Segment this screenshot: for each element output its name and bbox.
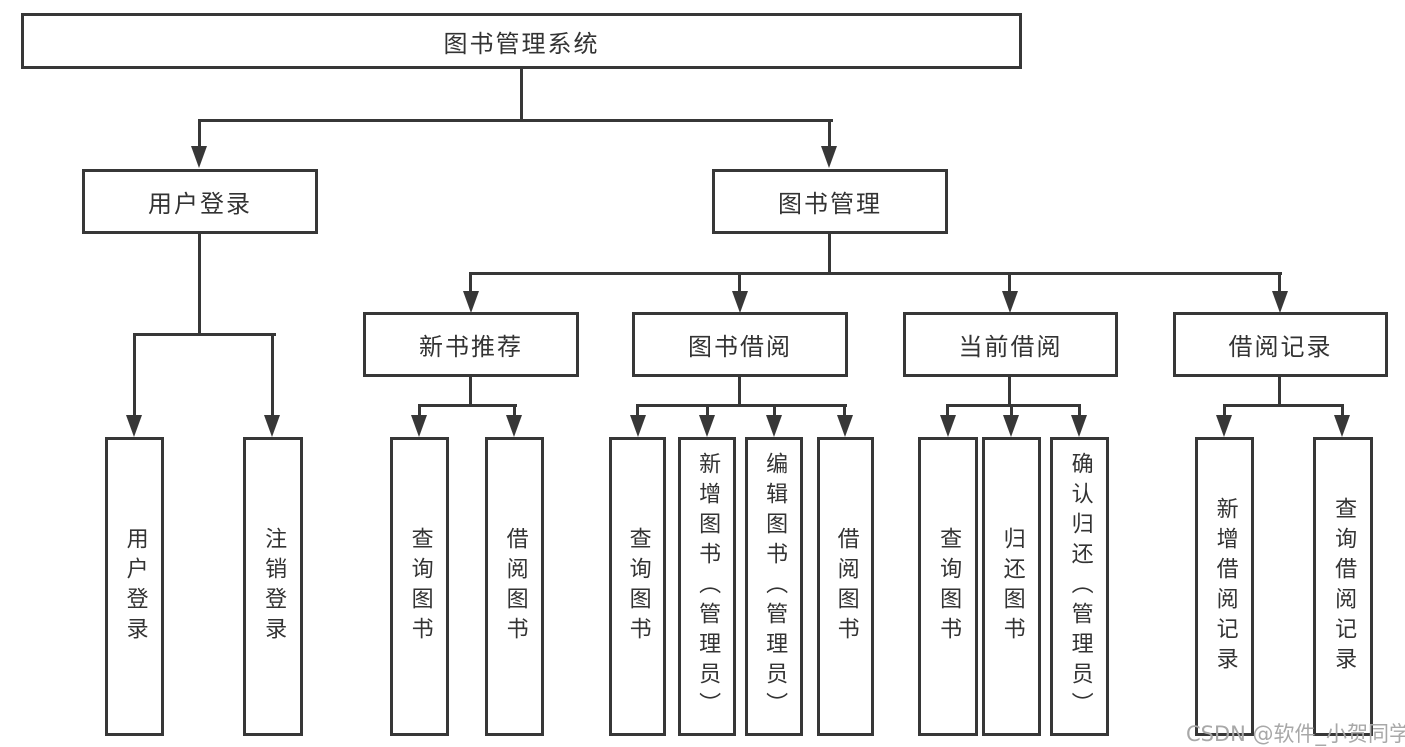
node-label: 当前借阅	[958, 333, 1063, 361]
connector-stub	[828, 233, 831, 275]
connector-stub	[520, 68, 523, 122]
connector-drop	[946, 404, 949, 417]
leaf-label: 注销登录	[261, 526, 287, 647]
leaf-label: 新增借阅记录	[1212, 496, 1238, 677]
arrowhead-down-icon	[1334, 415, 1350, 437]
leaf-logout-login: 注销登录	[243, 437, 303, 736]
connector-stub	[198, 233, 201, 336]
leaf-label: 查询借阅记录	[1331, 496, 1357, 677]
arrowhead-down-icon	[1003, 415, 1019, 437]
leaf-return-books: 归还图书	[982, 437, 1041, 736]
node-label: 图书管理	[778, 190, 882, 218]
connector-drop	[1223, 404, 1226, 417]
arrowhead-down-icon	[506, 415, 522, 437]
leaf-label: 确认归还（管理员）	[1067, 451, 1093, 722]
connector-rail	[133, 333, 276, 336]
leaf-label: 查询图书	[936, 526, 962, 647]
node-book-borrowing: 图书借阅	[632, 312, 848, 377]
leaf-label: 查询图书	[625, 526, 651, 647]
node-user-login: 用户登录	[82, 169, 318, 234]
arrowhead-down-icon	[1216, 415, 1232, 437]
arrowhead-down-icon	[630, 415, 646, 437]
connector-drop	[706, 404, 709, 417]
node-label: 图书借阅	[688, 333, 792, 361]
connector-stub	[738, 376, 741, 407]
connector-rail	[418, 404, 517, 407]
node-label: 新书推荐	[419, 333, 523, 361]
leaf-confirm-return-admin: 确认归还（管理员）	[1050, 437, 1109, 736]
arrowhead-down-icon	[940, 415, 956, 437]
leaf-add-books-admin: 新增图书（管理员）	[678, 437, 736, 736]
node-current-borrowing: 当前借阅	[903, 312, 1118, 377]
watermark: CSDN @软件_小贺同学	[1186, 722, 1405, 746]
leaf-user-login: 用户登录	[105, 437, 164, 736]
leaf-label: 编辑图书（管理员）	[762, 451, 788, 722]
leaf-query-borrowing-record: 查询借阅记录	[1313, 437, 1373, 736]
connector-stub	[1278, 376, 1281, 407]
connector-drop	[1278, 272, 1281, 294]
arrowhead-down-icon	[1002, 291, 1018, 313]
connector-drop	[738, 272, 741, 294]
arrowhead-down-icon	[411, 415, 427, 437]
arrowhead-down-icon	[821, 146, 837, 168]
arrowhead-down-icon	[1071, 415, 1087, 437]
arrowhead-down-icon	[1272, 291, 1288, 313]
leaf-add-borrowing-record: 新增借阅记录	[1195, 437, 1254, 736]
leaf-label: 新增图书（管理员）	[695, 451, 721, 722]
arrowhead-down-icon	[732, 291, 748, 313]
leaf-label: 查询图书	[407, 526, 433, 647]
connector-drop	[513, 404, 516, 417]
connector-drop	[636, 404, 639, 417]
connector-stub	[469, 376, 472, 407]
connector-rail	[198, 119, 833, 122]
arrowhead-down-icon	[463, 291, 479, 313]
connector-rail	[1223, 404, 1344, 407]
node-book-management: 图书管理	[712, 169, 948, 234]
leaf-label: 归还图书	[999, 526, 1025, 647]
connector-drop	[133, 333, 136, 417]
arrowhead-down-icon	[837, 415, 853, 437]
arrowhead-down-icon	[699, 415, 715, 437]
arrowhead-down-icon	[126, 415, 142, 437]
leaf-query-books-borrowing: 查询图书	[609, 437, 666, 736]
connector-rail	[636, 404, 847, 407]
connector-drop	[418, 404, 421, 417]
connector-drop	[1010, 404, 1013, 417]
connector-drop	[271, 333, 274, 417]
connector-rail	[469, 272, 1282, 275]
connector-drop	[469, 272, 472, 294]
arrowhead-down-icon	[766, 415, 782, 437]
leaf-label: 借阅图书	[502, 526, 528, 647]
arrowhead-down-icon	[191, 146, 207, 168]
leaf-label: 用户登录	[122, 526, 148, 647]
node-label: 用户登录	[148, 190, 252, 218]
connector-drop	[1341, 404, 1344, 417]
connector-drop	[828, 119, 831, 148]
connector-drop	[198, 119, 201, 148]
node-label: 借阅记录	[1228, 333, 1333, 361]
connector-drop	[773, 404, 776, 417]
leaf-borrow-books-newbook: 借阅图书	[485, 437, 544, 736]
leaf-query-books-current: 查询图书	[918, 437, 978, 736]
leaf-label: 借阅图书	[833, 526, 859, 647]
arrowhead-down-icon	[264, 415, 280, 437]
connector-stub	[1008, 376, 1011, 407]
leaf-edit-books-admin: 编辑图书（管理员）	[745, 437, 803, 736]
leaf-borrow-books-borrowing: 借阅图书	[817, 437, 874, 736]
connector-drop	[1078, 404, 1081, 417]
node-label: 图书管理系统	[443, 29, 600, 58]
connector-rail	[946, 404, 1081, 407]
connector-drop	[843, 404, 846, 417]
node-borrowing-records: 借阅记录	[1173, 312, 1388, 377]
leaf-query-books-newbook: 查询图书	[390, 437, 449, 736]
node-new-book-recommendation: 新书推荐	[363, 312, 579, 377]
connector-drop	[1008, 272, 1011, 294]
node-library-management-system: 图书管理系统	[21, 13, 1022, 69]
